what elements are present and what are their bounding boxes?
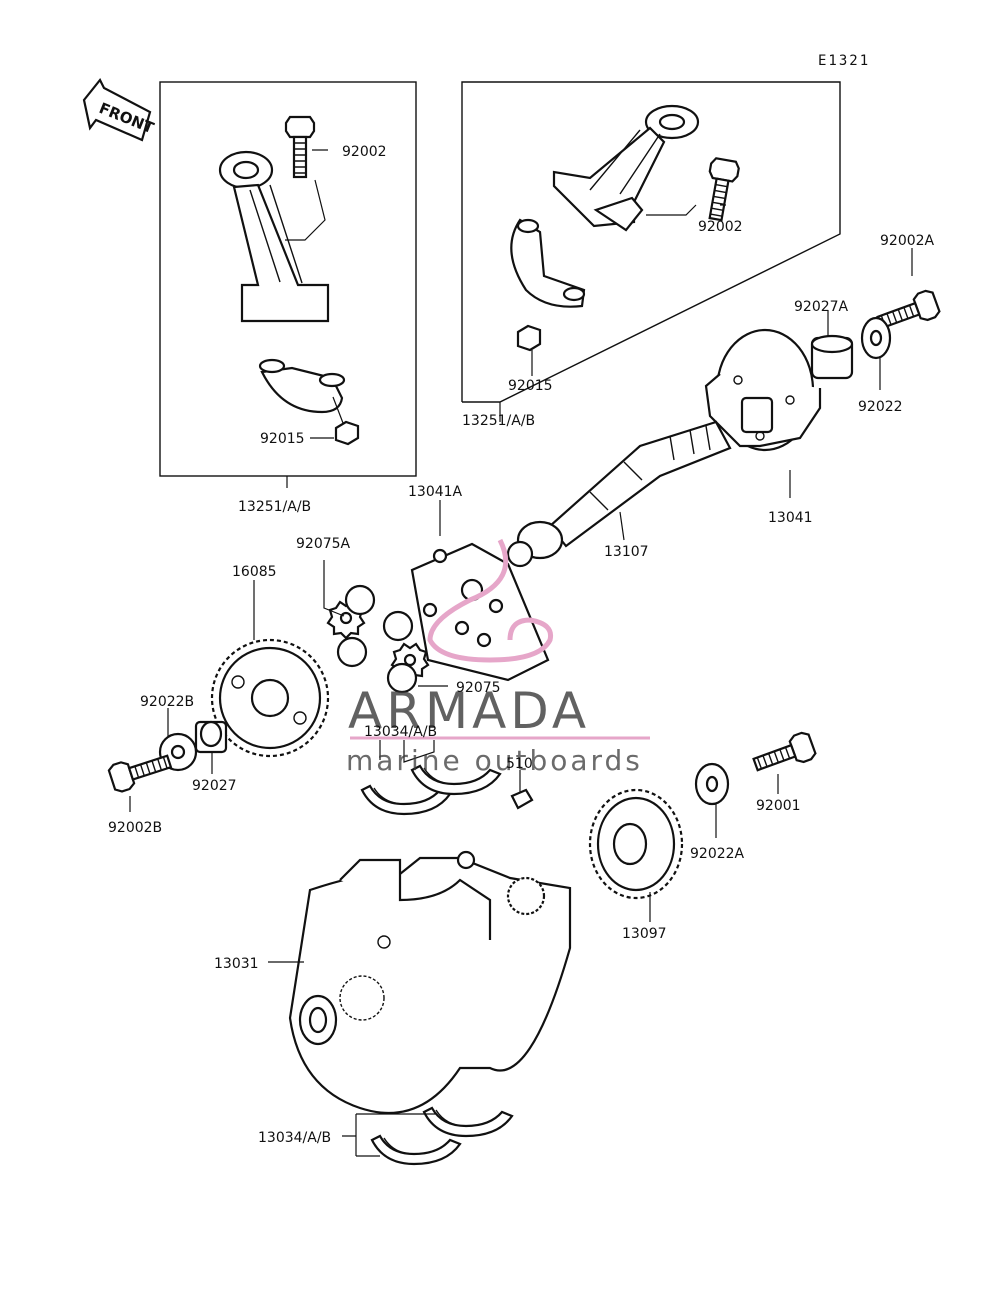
label-13251-right: 13251/A/B — [462, 413, 535, 429]
label-13097: 13097 — [622, 926, 667, 942]
conrod-frame-left — [159, 81, 417, 477]
label-92022: 92022 — [858, 399, 903, 415]
label-92015-left: 92015 — [260, 431, 305, 447]
label-13041A: 13041A — [408, 484, 463, 500]
conrod-nut-right — [516, 324, 542, 352]
bearing-lower — [370, 1106, 514, 1166]
collar-top-right — [810, 334, 854, 380]
label-92001: 92001 — [756, 798, 801, 814]
conrod-bolt-left — [284, 115, 316, 179]
label-16085: 16085 — [232, 564, 277, 580]
label-13034-upper: 13034/A/B — [364, 724, 437, 740]
label-92027A: 92027A — [794, 299, 849, 315]
front-arrow: FRONT — [82, 77, 157, 142]
conrod-right — [552, 104, 700, 232]
flange-gear — [704, 328, 822, 452]
damper-collar — [382, 610, 418, 694]
conrod-frame-right — [461, 81, 841, 403]
woodruff-key — [510, 788, 534, 810]
label-92027: 92027 — [192, 778, 237, 794]
watermark: ARMADA marine outboards — [346, 538, 650, 777]
label-13041: 13041 — [768, 510, 813, 526]
gear-left — [210, 638, 330, 758]
label-92002-left: 92002 — [342, 144, 387, 160]
balancer-shaft — [506, 420, 732, 568]
label-13034-lower: 13034/A/B — [258, 1130, 331, 1146]
label-92002B: 92002B — [108, 820, 162, 836]
crankshaft — [288, 850, 572, 1115]
label-13107: 13107 — [604, 544, 649, 560]
damper-plate — [410, 542, 550, 682]
bolt-right — [749, 729, 818, 779]
watermark-swirl — [427, 538, 554, 663]
label-92002A-top: 92002A — [880, 233, 935, 249]
damper-a-collar — [336, 584, 376, 668]
collar-left — [194, 720, 228, 754]
gear-right — [588, 788, 684, 900]
conrod-left — [218, 150, 330, 323]
watermark-brand: ARMADA — [348, 682, 590, 740]
label-92022A-right: 92022A — [690, 846, 745, 862]
diagram-code: E1321 — [818, 53, 870, 69]
label-92075A: 92075A — [296, 536, 351, 552]
watermark-tagline: marine outboards — [346, 744, 643, 777]
conrod-bolt-right — [700, 156, 741, 223]
label-92022B: 92022B — [140, 694, 194, 710]
conrod-nut-left — [334, 420, 360, 446]
label-13031: 13031 — [214, 956, 259, 972]
label-92015-right: 92015 — [508, 378, 553, 394]
conrod-cap-right — [510, 218, 586, 308]
label-13251-left: 13251/A/B — [238, 499, 311, 515]
label-92002-right: 92002 — [698, 219, 743, 235]
label-510: 510 — [506, 756, 533, 772]
label-92075: 92075 — [456, 680, 501, 696]
conrod-cap-left — [258, 358, 346, 414]
